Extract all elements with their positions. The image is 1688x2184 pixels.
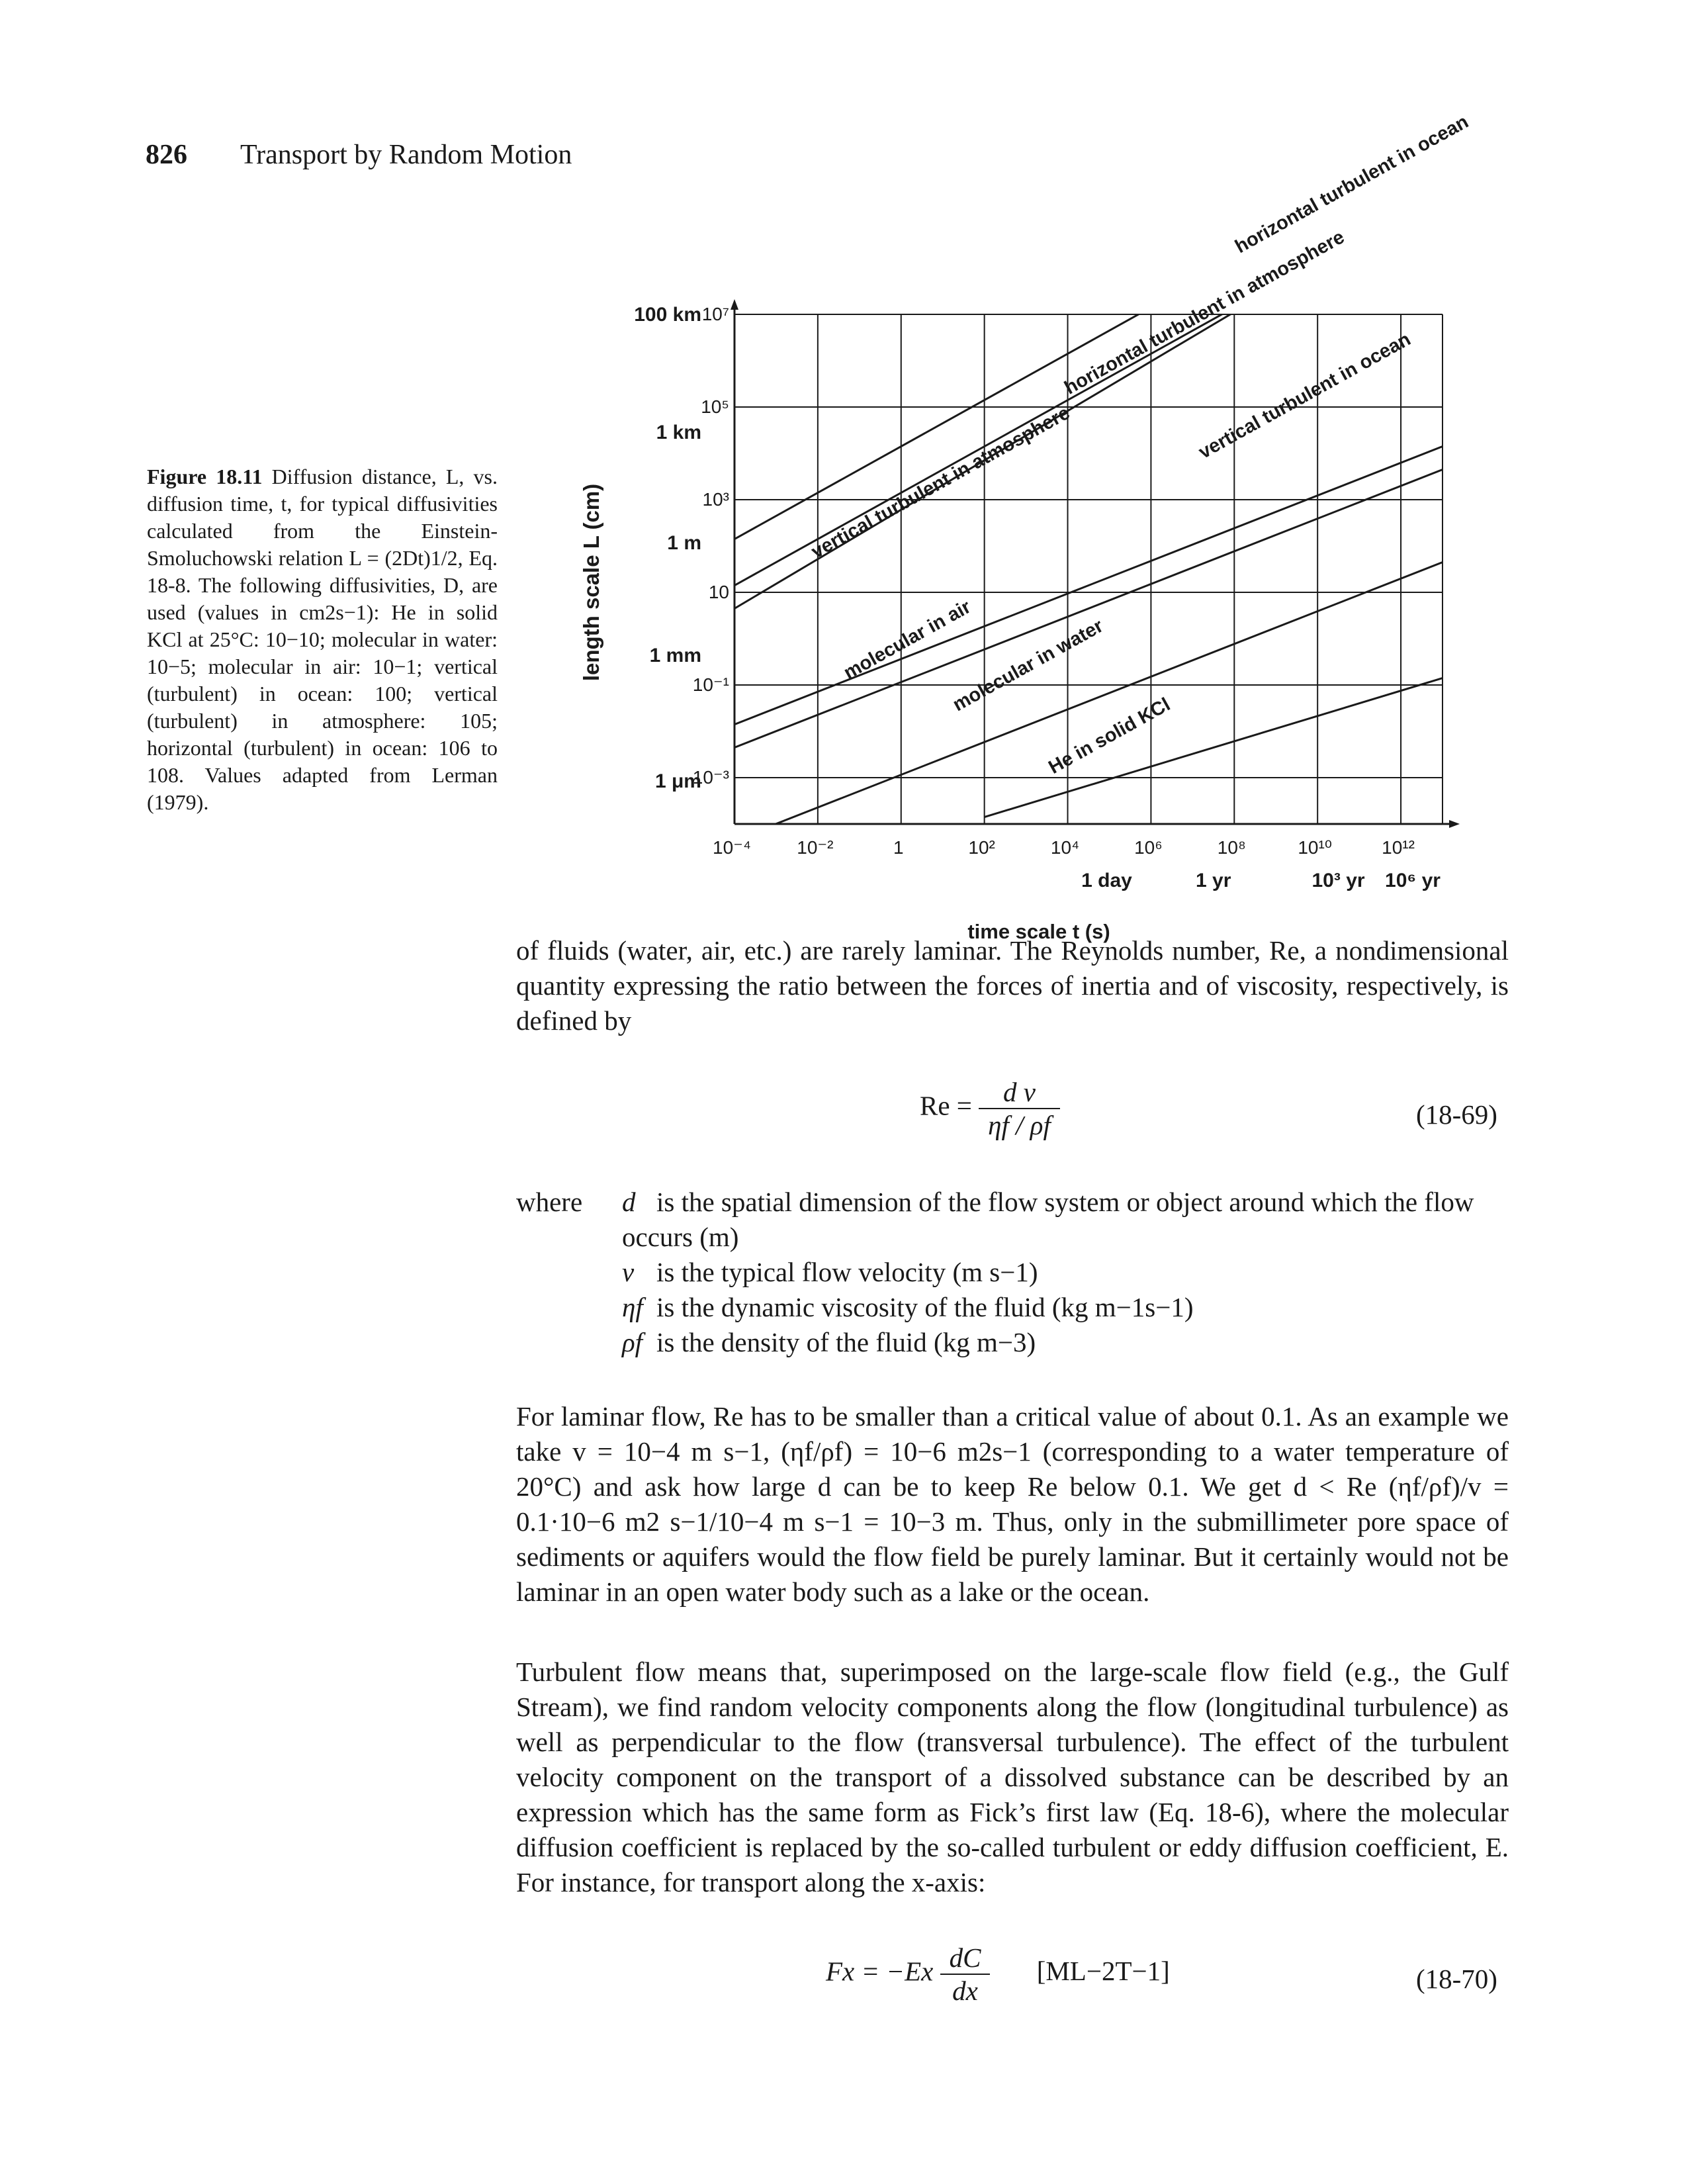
- series-label: molecular in air: [840, 596, 975, 684]
- series-line: [984, 677, 1443, 818]
- x-tick-label: 10⁶: [1134, 837, 1163, 858]
- where-item: ηf is the dynamic viscosity of the fluid …: [622, 1290, 1509, 1325]
- equation-numerator: dC: [940, 1942, 991, 1975]
- equation-fraction: dC dx: [940, 1942, 991, 2007]
- y-tick-label: 10⁻³: [693, 767, 729, 788]
- x-secondary-label: 1 day: [1081, 870, 1132, 891]
- y-tick-label: 10⁻¹: [693, 674, 729, 695]
- series-label: vertical turbulent in ocean: [1195, 328, 1414, 463]
- running-title: Transport by Random Motion: [240, 140, 572, 170]
- x-tick-label: 10⁸: [1218, 837, 1246, 858]
- equation-fraction: d v ηf / ρf: [979, 1076, 1060, 1141]
- series-label: horizontal turbulent in ocean: [1231, 111, 1472, 257]
- where-symbol: d: [622, 1187, 636, 1217]
- page-number: 826: [146, 140, 187, 170]
- y-axis-title: length scale L (cm): [579, 484, 603, 681]
- y-tick-label: 10: [709, 582, 729, 602]
- equation-number-18-69: (18-69): [1416, 1099, 1497, 1130]
- where-item: v is the typical flow velocity (m s−1): [622, 1255, 1509, 1290]
- where-symbol: ηf: [622, 1292, 643, 1322]
- equation-18-69: Re = d v ηf / ρf: [920, 1076, 1060, 1141]
- y-tick-label: 10⁵: [701, 396, 729, 417]
- x-secondary-label: 1 yr: [1196, 870, 1231, 891]
- equation-lhs: Fx = −Ex: [826, 1956, 934, 1987]
- where-item: ρf is the density of the fluid (kg m−3): [622, 1325, 1509, 1360]
- x-secondary-label: 10⁶ yr: [1385, 870, 1441, 891]
- x-tick-label: 10⁴: [1051, 837, 1079, 858]
- equation-lhs: Re =: [920, 1090, 972, 1121]
- series-label: vertical turbulent in atmosphere: [808, 402, 1073, 563]
- figure-caption: Figure 18.11 Diffusion distance, L, vs. …: [147, 463, 498, 816]
- equation-number-18-70: (18-70): [1416, 1964, 1497, 1994]
- chart-series-layer: [734, 314, 1443, 824]
- paragraph-turbulent-flow: Turbulent flow means that, superimposed …: [516, 1657, 1509, 1897]
- where-symbol: ρf: [622, 1327, 643, 1357]
- chart-axes: [731, 299, 1460, 828]
- equation-denominator: ηf / ρf: [988, 1110, 1051, 1140]
- where-symbol: v: [622, 1257, 635, 1287]
- y-secondary-label: 1 μm: [655, 770, 701, 792]
- series-line: [734, 445, 1443, 725]
- x-tick-label: 10⁻²: [797, 837, 833, 858]
- equation-denominator: dx: [952, 1976, 978, 2006]
- y-axis-arrow: [731, 299, 738, 310]
- series-line: [734, 314, 1141, 540]
- running-head: 826 Transport by Random Motion: [146, 139, 572, 171]
- chart-grid: [734, 314, 1443, 824]
- where-label: where: [516, 1187, 583, 1217]
- series-label: horizontal turbulent in atmosphere: [1061, 226, 1348, 399]
- equation-numerator: d v: [979, 1076, 1060, 1109]
- series-line: [773, 561, 1443, 824]
- equation-18-70: Fx = −Ex dC dx [ML−2T−1]: [826, 1942, 1170, 2007]
- paragraph-reynolds-intro: of fluids (water, air, etc.) are rarely …: [516, 935, 1509, 1036]
- where-definition: is the density of the fluid (kg m−3): [656, 1327, 1036, 1357]
- where-definition: is the spatial dimension of the flow sys…: [622, 1187, 1474, 1252]
- series-line: [734, 469, 1443, 749]
- series-label: He in solid KCl: [1045, 694, 1174, 778]
- x-tick-label: 10¹⁰: [1298, 837, 1332, 858]
- x-tick-label: 10¹²: [1382, 837, 1415, 858]
- y-secondary-label: 1 m: [667, 532, 701, 554]
- x-tick-label: 10⁻⁴: [713, 837, 751, 858]
- figure-label: Figure 18.11: [147, 465, 263, 488]
- series-line: [734, 314, 1233, 610]
- y-tick-label: 10³: [703, 489, 729, 510]
- paragraph-laminar-flow: For laminar flow, Re has to be smaller t…: [516, 1401, 1509, 1607]
- where-definition: is the dynamic viscosity of the fluid (k…: [656, 1292, 1194, 1322]
- series-label: molecular in water: [950, 615, 1107, 716]
- x-secondary-label: 10³ yr: [1312, 870, 1365, 891]
- x-axis-arrow: [1449, 820, 1460, 828]
- y-secondary-label: 1 km: [656, 422, 701, 443]
- y-secondary-label: 100 km: [634, 304, 701, 326]
- series-line: [734, 314, 1224, 586]
- x-tick-label: 10²: [968, 837, 995, 858]
- figure-caption-text: Diffusion distance, L, vs. diffusion tim…: [147, 465, 498, 814]
- y-tick-label: 10⁷: [702, 304, 729, 324]
- where-definition: is the typical flow velocity (m s−1): [656, 1257, 1038, 1287]
- equation-units: [ML−2T−1]: [1036, 1956, 1170, 1987]
- y-secondary-label: 1 mm: [650, 645, 701, 666]
- x-tick-label: 1: [893, 837, 904, 858]
